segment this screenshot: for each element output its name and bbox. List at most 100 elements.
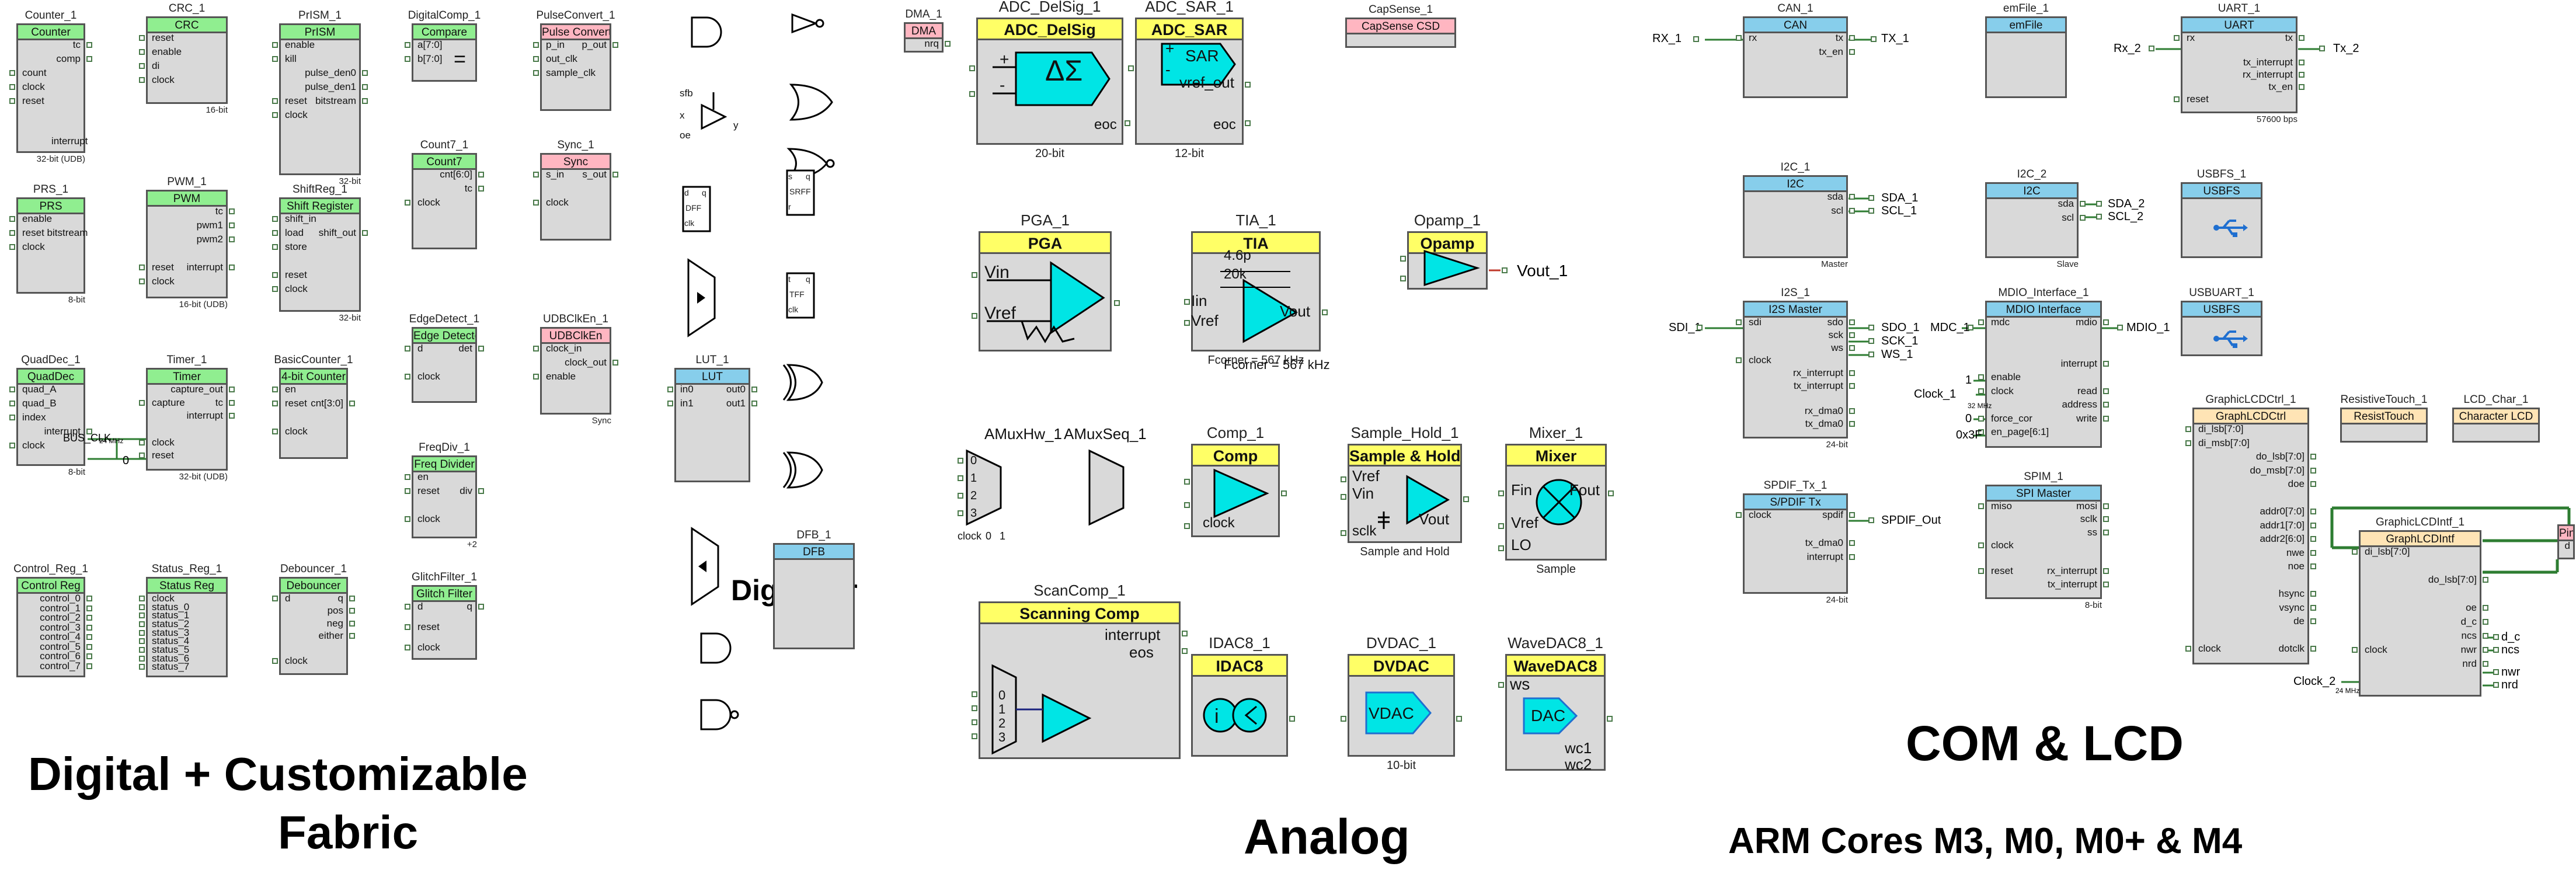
pin-mixer: Fout [1569, 481, 1600, 499]
pin-lut: out0 [726, 384, 746, 395]
component-uart[interactable]: UART [2181, 16, 2297, 113]
component-counter[interactable]: Counter [16, 23, 85, 153]
component-lut[interactable]: LUT [674, 368, 750, 482]
component-count7[interactable]: Count7 [412, 153, 477, 249]
pin-pwm: pwm2 [196, 234, 223, 245]
pin-terminal-spim [2103, 568, 2109, 575]
component-digcomp[interactable]: Compare [412, 23, 477, 82]
component-comp[interactable]: Comp [1191, 444, 1280, 537]
component-header-mdio: MDIO Interface [1987, 302, 2100, 318]
component-dma[interactable]: DMA [904, 22, 944, 53]
gate-label-tribuf: oe [680, 130, 691, 141]
instance-name-graphlcdctrl: GraphicLCDCtrl_1 [2205, 394, 2296, 406]
pin-terminal-uart [2299, 60, 2305, 65]
pin-tia: Iin [1191, 292, 1207, 309]
component-wavedac[interactable]: WaveDAC8 [1505, 654, 1606, 771]
component-timer[interactable]: Timer [146, 368, 228, 471]
component-basiccounter[interactable]: 4-bit Counter [279, 368, 348, 459]
component-glitch[interactable]: Glitch Filter [412, 585, 477, 660]
pin-terminal-quaddec [9, 401, 15, 406]
pin-terminal-uart [2299, 35, 2305, 41]
component-quaddec[interactable]: QuadDec [16, 368, 85, 466]
pin-terminal-tia [1184, 320, 1190, 326]
pin-terminal-spdif [1736, 512, 1742, 518]
instance-name-mdio: MDIO_Interface_1 [1998, 287, 2089, 299]
pin-i2s: sdo [1827, 316, 1843, 328]
component-lcdchar[interactable]: Character LCD [2452, 408, 2540, 443]
pin-graphlcdctrl: do_msb[7:0] [2250, 464, 2305, 476]
component-spim[interactable]: SPI Master [1985, 485, 2102, 599]
component-debouncer[interactable]: Debouncer [279, 577, 348, 675]
pin-terminal-basiccounter [349, 401, 355, 406]
pin-controlreg: control_6 [40, 650, 81, 662]
component-header-counter: Counter [18, 25, 83, 40]
pin-terminal-sync [533, 172, 539, 178]
component-statusreg[interactable]: Status Reg [146, 577, 228, 677]
pin-terminal-spim [2103, 516, 2109, 523]
pin-terminal-crc [139, 35, 145, 41]
component-shiftreg[interactable]: Shift Register [279, 197, 361, 312]
pin-pwm: clock [152, 276, 175, 287]
pin-graphlcdintf: nwr [2460, 644, 2477, 655]
component-header-samplehold: Sample & Hold [1349, 446, 1460, 467]
pin-terminal-graphlcdctrl [2185, 426, 2191, 432]
pin-count7: tc [464, 183, 472, 194]
component-note-quaddec: 8-bit [68, 467, 85, 477]
pin-terminal-shiftreg [272, 216, 278, 222]
component-crc[interactable]: CRC [146, 16, 228, 104]
pin-digcomp: b[7:0] [417, 53, 443, 64]
component-i2s[interactable]: I2S Master [1743, 301, 1848, 439]
pin-terminal-graphlcdctrl [2310, 646, 2316, 652]
wire-label-can-tx: TX_1 [1881, 32, 1909, 45]
instance-name-dfb: DFB_1 [796, 529, 831, 541]
component-graphlcdctrl[interactable]: GraphLCDCtrl [2192, 408, 2309, 664]
component-dvdac[interactable]: DVDAC [1348, 654, 1455, 757]
pin-terminal-i2c2 [2080, 201, 2086, 207]
component-emfile[interactable]: emFile [1985, 16, 2067, 98]
component-can[interactable]: CAN [1743, 16, 1848, 98]
const-label-0: 0 [123, 454, 130, 467]
component-i2c2[interactable]: I2C [1985, 182, 2079, 258]
pin-terminal-spim [2103, 529, 2109, 535]
component-resistivetouch[interactable]: ResistTouch [2340, 408, 2428, 443]
component-udbclken[interactable]: UDBClkEn [540, 327, 611, 415]
component-capsense[interactable]: CapSense CSD [1345, 18, 1456, 48]
pin-terminal-can [1849, 35, 1855, 41]
component-freqdiv[interactable]: Freq Divider [412, 455, 477, 538]
component-header-dma: DMA [906, 24, 942, 39]
component-spdif[interactable]: S/PDIF Tx [1743, 493, 1848, 594]
pin-shiftreg: shift_out [318, 227, 356, 238]
pin-udbclken: clock_out [565, 357, 607, 368]
component-header-count7: Count7 [413, 155, 475, 170]
component-controlreg[interactable]: Control Reg [16, 577, 85, 677]
component-sync[interactable]: Sync [540, 153, 611, 241]
component-header-digcomp: Compare [413, 25, 475, 40]
pin-statusreg: status_5 [152, 644, 190, 655]
component-pins[interactable]: Pins [2557, 524, 2575, 559]
component-prism[interactable]: PrISM [279, 23, 361, 175]
component-pulseconv[interactable]: Pulse Convert [540, 23, 611, 111]
component-usbfs[interactable]: USBFS [2181, 182, 2262, 258]
pin-terminal-i2c1 [1849, 194, 1855, 200]
component-edgedetect[interactable]: Edge Detector [412, 327, 477, 403]
pin-amux: 3 [970, 507, 977, 520]
component-i2c1[interactable]: I2C [1743, 175, 1848, 258]
component-prs[interactable]: PRS [16, 197, 85, 294]
component-usbuart[interactable]: USBFS [2181, 301, 2262, 356]
pin-terminal-graphlcdintf [2483, 619, 2488, 625]
pin-terminal-freqdiv [405, 474, 410, 480]
component-dfb[interactable]: DFB [773, 543, 855, 649]
pin-edgedetect: d [417, 343, 423, 354]
component-samplehold[interactable]: Sample & Hold [1348, 444, 1462, 543]
component-header-freqdiv: Freq Divider [413, 457, 475, 472]
pin-timer: interrupt [186, 410, 223, 422]
component-graphlcdintf[interactable]: GraphLCDIntf [2359, 530, 2481, 697]
gate-label-tff: TFF [789, 290, 805, 299]
pin-mdio: en_page[6:1] [1991, 426, 2049, 438]
pin-terminal-timer [139, 399, 145, 406]
component-mixer[interactable]: Mixer [1505, 444, 1607, 561]
component-pwm[interactable]: PWM [146, 190, 228, 298]
pin-terminal-debouncer [349, 608, 355, 614]
component-mdio[interactable]: MDIO Interface [1985, 301, 2102, 448]
